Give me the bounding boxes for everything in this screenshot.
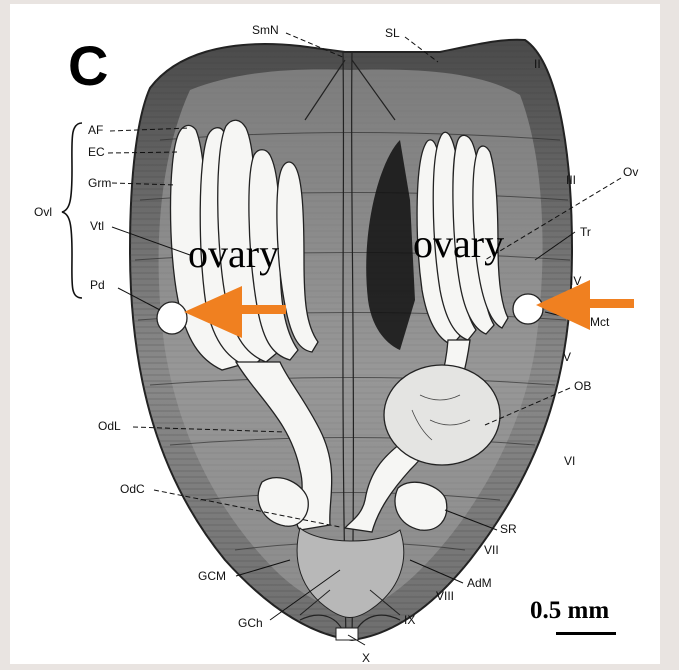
label-smn: SmN [252,24,279,36]
label-iv: IV [570,275,581,287]
panel-letter: C [68,38,108,94]
label-ix: IX [404,614,415,626]
label-gcm: GCM [198,570,226,582]
label-vi: VI [564,455,575,467]
pd-sphere [157,302,187,334]
label-vtl: Vtl [90,220,104,232]
label-v: V [563,351,571,363]
scale-bar [556,632,616,635]
label-sr: SR [500,523,517,535]
label-af: AF [88,124,103,136]
ovary-label-right: ovary [413,224,504,264]
label-tr: Tr [580,226,591,238]
label-vii: VII [484,544,499,556]
scale-bar-label: 0.5 mm [530,598,609,623]
label-adm: AdM [467,577,492,589]
ovary-label-left: ovary [188,234,279,274]
label-mct: Mct [590,316,609,328]
label-gch: GCh [238,617,263,629]
mct-sphere [513,294,543,324]
label-iii: III [566,174,576,186]
label-ovl: Ovl [34,206,52,218]
label-pd: Pd [90,279,105,291]
label-viii: VIII [436,590,454,602]
label-grm: Grm [88,177,111,189]
ob-body [384,365,500,465]
label-odl: OdL [98,420,121,432]
label-ov: Ov [623,166,638,178]
label-odc: OdC [120,483,145,495]
label-ii: II [534,58,541,70]
label-ob: OB [574,380,591,392]
label-ec: EC [88,146,105,158]
label-x: X [362,652,370,664]
label-sl: SL [385,27,400,39]
